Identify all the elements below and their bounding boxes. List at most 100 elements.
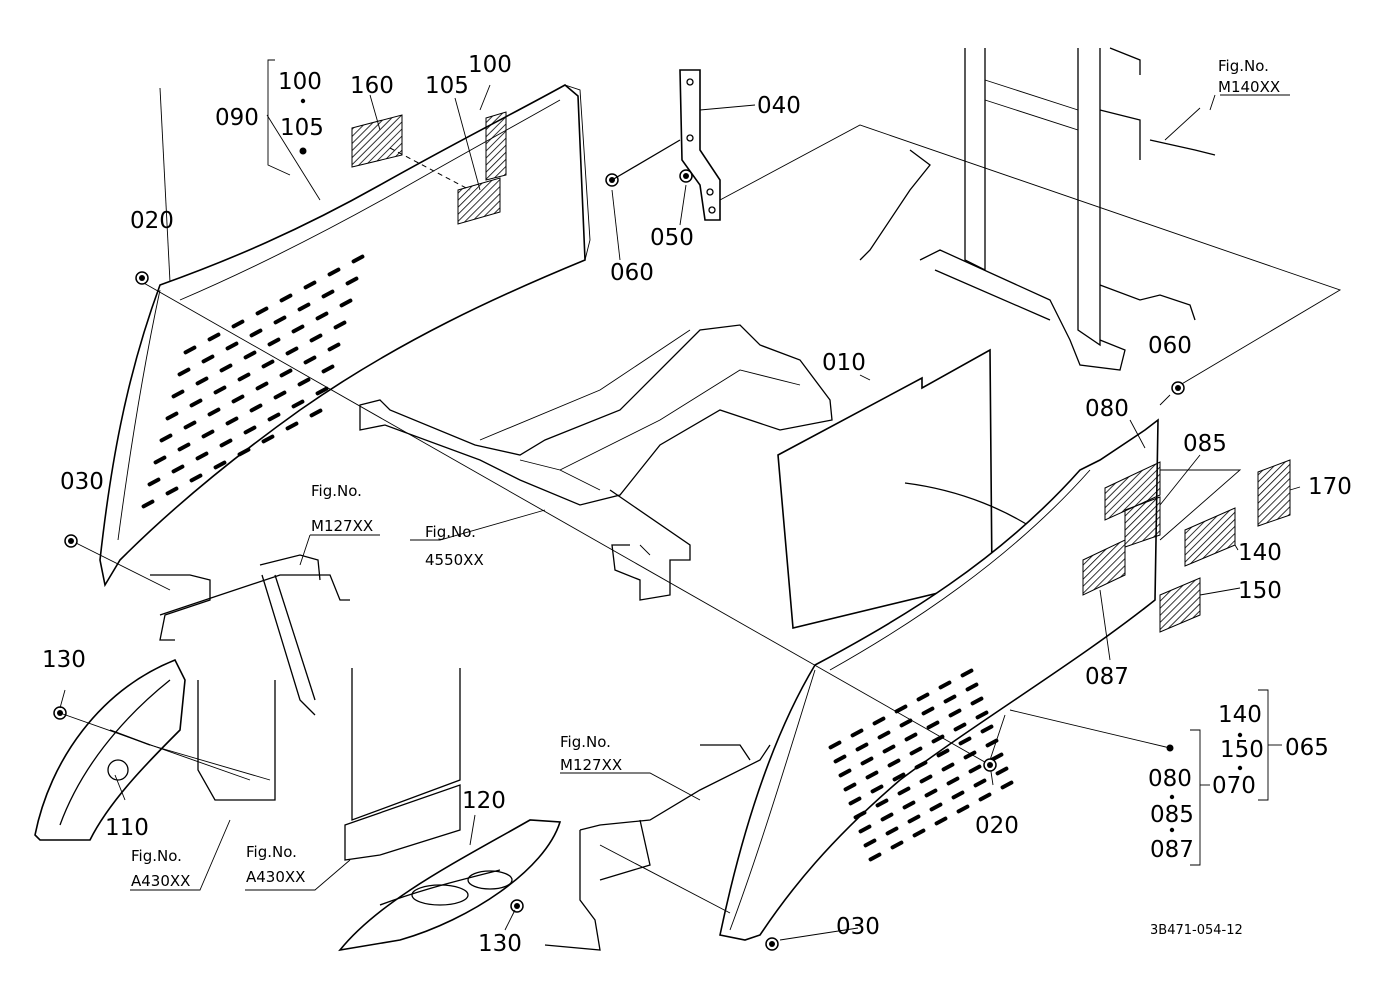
vent-slot (297, 377, 311, 387)
vent-slot (207, 332, 221, 342)
vent-slot (171, 389, 185, 399)
vent-slot (273, 315, 287, 325)
vent-slot (921, 706, 935, 716)
label-050: 050 (650, 225, 694, 251)
vent-slot (195, 376, 209, 386)
vent-slot (907, 814, 921, 824)
vent-slot (882, 744, 896, 754)
figref-label: Fig.No. (560, 733, 611, 751)
vent-slot (938, 680, 952, 690)
label-070: 070 (1212, 773, 1256, 799)
vent-slot (261, 434, 275, 444)
label-085: 085 (1150, 802, 1194, 828)
figref-m127: M127XX (311, 517, 373, 535)
vent-slot (177, 367, 191, 377)
vent-slot (870, 784, 884, 794)
vent-slot (946, 776, 960, 786)
label-110: 110 (105, 815, 149, 841)
vent-slot (843, 782, 857, 792)
right-side-cover (719, 418, 1159, 941)
drawing-code: 3B471-054-12 (1150, 923, 1243, 938)
vent-slot (243, 425, 257, 435)
vent-slot (195, 451, 209, 461)
vent-slot (973, 778, 987, 788)
vent-slot (243, 350, 257, 360)
vent-slot (924, 788, 938, 798)
vent-slot (219, 438, 233, 448)
vent-slot (165, 411, 179, 421)
label-140: 140 (1238, 540, 1282, 566)
vent-slot (219, 363, 233, 373)
vent-slot (231, 394, 245, 404)
sticker-160 (351, 114, 403, 168)
vent-slot (285, 346, 299, 356)
vent-slot (885, 826, 899, 836)
vent-slot (978, 792, 992, 802)
vent-slot (894, 704, 908, 714)
vent-slot (255, 306, 269, 316)
figref-label: Fig.No. (1218, 57, 1269, 75)
label-060: 060 (1148, 333, 1192, 359)
vent-slot (261, 359, 275, 369)
vent-slot (904, 732, 918, 742)
label-030: 030 (60, 469, 104, 495)
vent-slot (912, 828, 926, 838)
vent-slot (201, 354, 215, 364)
vent-slot (255, 381, 269, 391)
vent-slot (213, 385, 227, 395)
figref-m127: M127XX (560, 756, 622, 774)
vent-slot (291, 324, 305, 334)
vent-slot (321, 289, 335, 299)
dot-marker (1166, 744, 1174, 752)
vent-slot (968, 764, 982, 774)
label-100: 100 (278, 69, 322, 95)
vent-slot (309, 408, 323, 418)
label-100: 100 (468, 52, 512, 78)
label-105: 105 (280, 115, 324, 141)
label-130: 130 (42, 647, 86, 673)
vent-slot (828, 740, 842, 750)
sticker-105 (457, 177, 501, 225)
label-080: 080 (1085, 396, 1129, 422)
vent-slot (936, 748, 950, 758)
label-120: 120 (462, 788, 506, 814)
label-010: 010 (822, 350, 866, 376)
bolt-050 (679, 169, 693, 183)
sticker-100 (485, 111, 507, 181)
vent-slot (850, 728, 864, 738)
vent-slot (880, 812, 894, 822)
vent-slot (887, 758, 901, 768)
left-side-cover (99, 84, 591, 588)
label-160: 160 (350, 73, 394, 99)
label-030: 030 (836, 914, 880, 940)
vent-slot (165, 486, 179, 496)
vent-slot (351, 254, 365, 264)
sticker-085 (1124, 496, 1161, 548)
vent-slot (970, 696, 984, 706)
footrest-120 (338, 819, 562, 952)
vent-slot (189, 398, 203, 408)
bracket-040 (679, 69, 721, 221)
dot-separator (1169, 827, 1175, 833)
figref-label: Fig.No. (311, 482, 362, 500)
label-020: 020 (130, 208, 174, 234)
figref-label: Fig.No. (425, 523, 476, 541)
dot-separator (300, 98, 306, 104)
lower-left-plate (197, 680, 276, 801)
vent-slot (249, 403, 263, 413)
figref-a430: A430XX (246, 868, 305, 886)
dot-marker (299, 147, 307, 155)
vent-slot (177, 442, 191, 452)
vent-slot (273, 390, 287, 400)
sticker-080 (1104, 461, 1161, 521)
vent-slot (948, 708, 962, 718)
vent-slot (865, 770, 879, 780)
vent-slot (159, 433, 173, 443)
label-140: 140 (1218, 702, 1262, 728)
sticker-087 (1082, 539, 1126, 596)
sticker-140 (1184, 507, 1236, 567)
label-060: 060 (610, 260, 654, 286)
vent-slot (975, 710, 989, 720)
label-150: 150 (1238, 578, 1282, 604)
